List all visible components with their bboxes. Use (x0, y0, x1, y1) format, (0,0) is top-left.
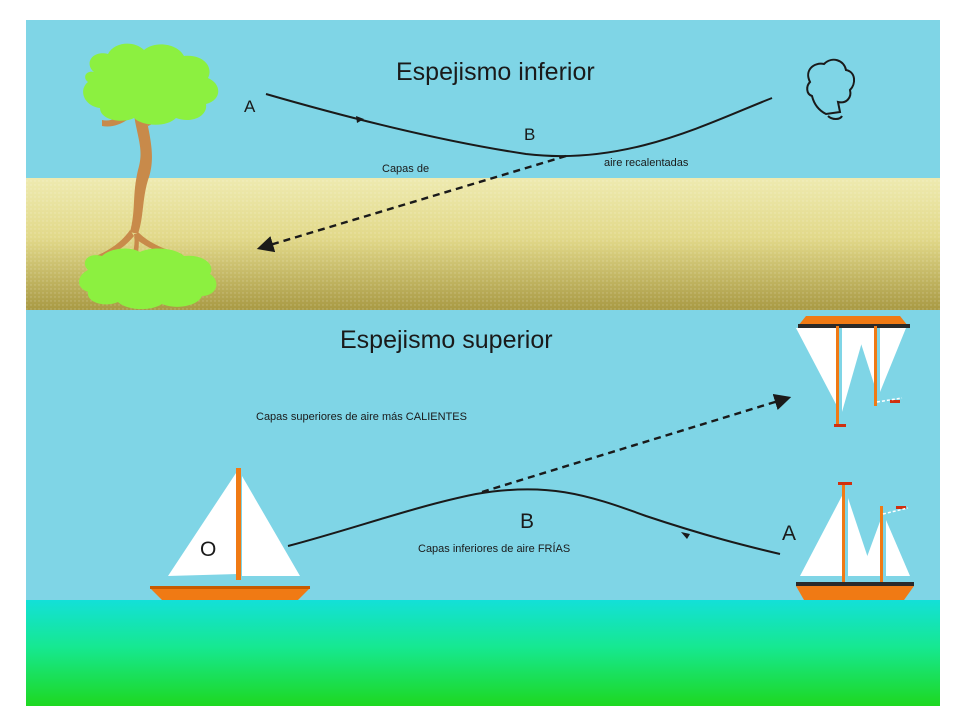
observer-head-icon (806, 58, 856, 120)
inferior-title: Espejismo inferior (396, 58, 595, 86)
superior-title: Espejismo superior (340, 326, 553, 354)
superior-label-a: A (782, 522, 796, 545)
sailboat-image-inverted-icon (796, 316, 910, 427)
superior-caption-bottom: Capas inferiores de aire FRÍAS (418, 542, 570, 555)
ray-superior-solid (287, 488, 781, 555)
tree-reflection-icon (79, 248, 217, 310)
inferior-caption-left: Capas de (382, 163, 429, 175)
superior-label-b: B (520, 510, 534, 533)
sailboat-o-icon (150, 468, 310, 600)
superior-caption-top: Capas superiores de aire más CALIENTES (256, 411, 467, 423)
sky-bottom-panel (26, 310, 940, 600)
sea-layer (26, 600, 940, 706)
inferior-label-b: B (524, 125, 535, 144)
inferior-caption-right: aire recalentadas (604, 157, 689, 169)
mirage-diagram: Espejismo inferior A B Capas de aire rec… (26, 20, 940, 706)
ray-inferior-arrow (356, 116, 364, 123)
sailboat-a-icon (796, 482, 914, 600)
ray-inferior-dashed (256, 154, 567, 253)
tree-icon (83, 43, 219, 264)
ray-superior-arrow (681, 532, 690, 539)
inferior-label-a: A (244, 97, 256, 116)
superior-label-o: O (200, 538, 216, 561)
ray-inferior-solid (265, 93, 773, 158)
ray-superior-dashed (481, 393, 792, 494)
